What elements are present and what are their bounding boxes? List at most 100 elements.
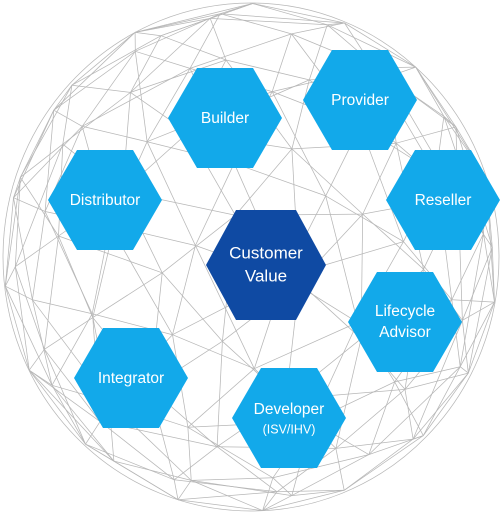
- mesh-line: [462, 247, 493, 321]
- mesh-line: [225, 59, 310, 81]
- mesh-line: [343, 438, 414, 491]
- mesh-line: [44, 235, 59, 350]
- mesh-line: [5, 285, 33, 301]
- mesh-line: [483, 233, 495, 303]
- mesh-line: [368, 381, 396, 455]
- mesh-line: [173, 479, 179, 500]
- mesh-line: [51, 385, 115, 462]
- mesh-line: [20, 143, 64, 178]
- mesh-line: [234, 162, 326, 197]
- hex-reseller: Reseller: [386, 150, 500, 250]
- mesh-line: [325, 195, 358, 323]
- mesh-line: [403, 241, 453, 301]
- mesh-line: [291, 22, 345, 35]
- mesh-line: [335, 448, 345, 491]
- mesh-line: [187, 427, 192, 481]
- mesh-line: [462, 301, 495, 321]
- mesh-line: [404, 372, 469, 390]
- mesh-line: [422, 366, 461, 436]
- mesh-line: [53, 84, 73, 111]
- mesh-line: [187, 426, 274, 479]
- mesh-line: [272, 477, 293, 496]
- mesh-line: [362, 143, 397, 215]
- mesh-line: [44, 349, 86, 445]
- mesh-line: [130, 35, 162, 93]
- mesh-line: [92, 272, 163, 318]
- mesh-line: [210, 18, 328, 26]
- mesh-line: [161, 272, 223, 342]
- mesh-line: [172, 334, 255, 370]
- mesh-line: [325, 195, 404, 242]
- mesh-line: [146, 68, 191, 142]
- mesh-line: [262, 477, 274, 511]
- hex-distributor: Distributor: [48, 150, 162, 250]
- mesh-line: [28, 369, 86, 445]
- mesh-line: [271, 91, 327, 197]
- mesh-line: [32, 211, 46, 300]
- mesh-line: [271, 33, 292, 92]
- hex-builder: Builder: [168, 68, 282, 168]
- hex-distributor-shape: [48, 150, 162, 250]
- hex-lifecycle-advisor-label-line1: Lifecycle: [375, 303, 435, 320]
- mesh-line: [467, 247, 493, 374]
- hex-customer-value: Customer Value: [206, 210, 326, 320]
- mesh-line: [130, 18, 211, 93]
- mesh-line: [335, 338, 362, 449]
- mesh-line: [172, 245, 196, 335]
- mesh-line: [174, 479, 278, 493]
- mesh-line: [20, 177, 59, 237]
- mesh-line: [396, 126, 456, 144]
- mesh-line: [291, 454, 369, 496]
- mesh-line: [58, 235, 94, 318]
- mesh-line: [4, 286, 30, 371]
- mesh-line: [71, 84, 131, 93]
- mesh-line: [173, 446, 218, 481]
- mesh-line: [51, 313, 93, 386]
- mesh-line: [404, 389, 414, 440]
- mesh-line: [272, 454, 369, 479]
- mesh-line: [53, 32, 136, 111]
- mesh-line: [62, 85, 73, 145]
- mesh-line: [44, 317, 94, 350]
- mesh-line: [20, 85, 73, 178]
- mesh-line: [459, 233, 484, 367]
- mesh-line: [220, 13, 345, 24]
- mesh-line: [276, 489, 345, 493]
- mesh-line: [82, 125, 148, 143]
- mesh-line: [422, 372, 469, 436]
- mesh-line: [344, 22, 416, 68]
- hex-developer-shape: [232, 368, 346, 468]
- hex-builder-label: Builder: [201, 110, 249, 127]
- mesh-line: [161, 215, 236, 274]
- hex-reseller-shape: [386, 150, 500, 250]
- mesh-line: [368, 366, 461, 455]
- mesh-line: [189, 33, 292, 69]
- mesh-line: [235, 148, 293, 216]
- mesh-line: [335, 438, 414, 449]
- hex-customer-value-label-line1: Customer: [229, 243, 303, 262]
- hex-provider-label: Provider: [331, 92, 389, 109]
- mesh-line: [327, 22, 345, 26]
- mesh-line: [451, 233, 484, 300]
- mesh-line: [394, 366, 461, 383]
- mesh-line: [4, 286, 53, 386]
- mesh-line: [412, 435, 424, 440]
- mesh-line: [276, 448, 337, 493]
- mesh-line: [135, 32, 162, 37]
- mesh-line: [14, 266, 45, 350]
- hex-integrator-shape: [74, 328, 188, 428]
- mesh-line: [28, 349, 45, 371]
- mesh-line: [467, 301, 495, 374]
- mesh-line: [177, 480, 192, 500]
- mesh-line: [252, 3, 345, 24]
- mesh-line: [20, 110, 55, 178]
- mesh-line: [412, 320, 463, 440]
- mesh-line: [51, 385, 86, 445]
- mesh-line: [146, 141, 196, 246]
- mesh-line: [195, 163, 235, 246]
- mesh-line: [362, 213, 424, 270]
- hex-builder-shape: [168, 68, 282, 168]
- mesh-line: [160, 35, 227, 61]
